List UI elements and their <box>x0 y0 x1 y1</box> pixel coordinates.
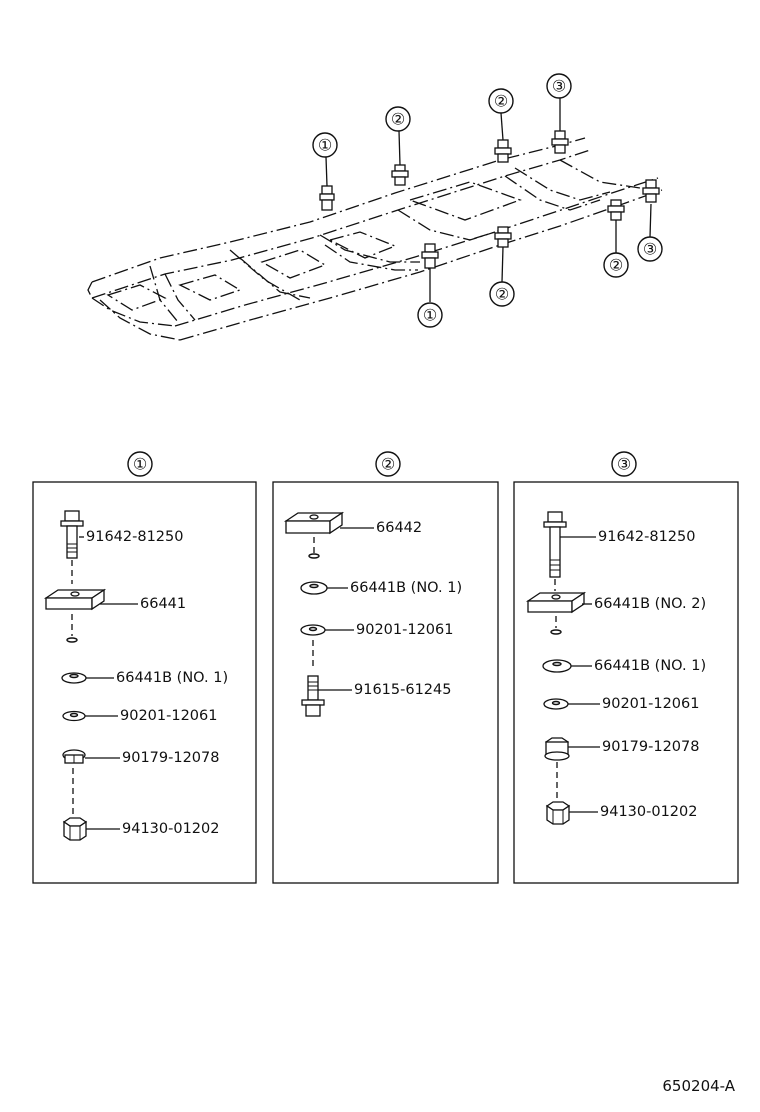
part-number-label: 66441B (NO. 1) <box>116 670 228 686</box>
chassis-frame-illustration <box>87 137 663 341</box>
callout-2-mid-right: ② <box>489 281 515 307</box>
square-plate-icon <box>283 511 345 535</box>
svg-text:①: ① <box>423 306 437 325</box>
group-1-title: ① <box>133 455 147 474</box>
hex-nut-icon <box>62 817 88 841</box>
part-number-label: 94130-01202 <box>600 804 698 820</box>
cushion-washer-icon <box>300 581 328 595</box>
group-3-title: ③ <box>617 455 631 474</box>
part-number-label: 90179-12078 <box>122 750 220 766</box>
svg-text:③: ③ <box>643 240 657 259</box>
part-number-label: 66441 <box>140 596 186 612</box>
mount-icon <box>391 164 409 186</box>
callout-1-front-left: ① <box>312 132 338 158</box>
group-3-panel <box>513 481 739 884</box>
part-number-label: 66441B (NO. 1) <box>350 580 462 596</box>
flange-nut-icon <box>62 749 86 764</box>
svg-text:①: ① <box>318 136 332 155</box>
cushion-plate-icon <box>525 591 587 614</box>
callout-2-mid-left: ② <box>385 106 411 132</box>
svg-text:②: ② <box>494 92 508 111</box>
flange-bolt-icon <box>543 511 567 578</box>
cushion-washer-icon <box>61 672 87 684</box>
part-number-label: 90201-12061 <box>602 696 700 712</box>
frame-mount-markers <box>319 130 660 269</box>
part-number-label: 66442 <box>376 520 422 536</box>
mount-icon <box>494 226 512 248</box>
washer-icon <box>300 624 326 636</box>
mount-icon <box>319 185 335 211</box>
callout-2-rear-left: ② <box>488 88 514 114</box>
callout-2-rear-right: ② <box>603 252 629 278</box>
flange-nut-icon <box>544 737 570 761</box>
group-1-mount-assembly: ① 91642-81250 66441 66441B ( <box>32 451 257 884</box>
svg-text:②: ② <box>609 256 623 275</box>
group-2-panel <box>272 481 499 884</box>
group-1-panel <box>32 481 257 884</box>
mount-icon <box>607 199 625 221</box>
callout-3-rear-right: ③ <box>637 236 663 262</box>
flange-bolt-icon <box>60 510 84 559</box>
mount-icon <box>551 130 569 154</box>
part-number-label: 66441B (NO. 2) <box>594 596 706 612</box>
group-2-mount-assembly: ② 66442 66441B (NO. 1) 90201-12061 <box>272 451 499 884</box>
part-number-label: 66441B (NO. 1) <box>594 658 706 674</box>
part-number-label: 90201-12061 <box>120 708 218 724</box>
group-3-mount-assembly: ③ 91642-81250 66441B (NO. 2) <box>513 451 739 884</box>
part-number-label: 94130-01202 <box>122 821 220 837</box>
washer-icon <box>543 698 569 710</box>
cushion-plate-icon <box>43 588 107 611</box>
overview-callouts: ① ② ② ③ ① ② ② ③ <box>312 73 663 328</box>
part-number-label: 91615-61245 <box>354 682 452 698</box>
svg-text:②: ② <box>391 110 405 129</box>
part-number-label: 91642-81250 <box>86 529 184 545</box>
callout-3-rear-left: ③ <box>546 73 572 99</box>
svg-text:③: ③ <box>552 77 566 96</box>
mount-icon <box>421 243 439 269</box>
svg-text:②: ② <box>495 285 509 304</box>
mount-icon <box>642 179 660 203</box>
group-2-title: ② <box>381 455 395 474</box>
cushion-washer-icon <box>542 659 572 673</box>
callout-1-front-right: ① <box>417 302 443 328</box>
figure-code: 650204-A <box>662 1077 735 1095</box>
part-number-label: 91642-81250 <box>598 529 696 545</box>
hex-nut-icon <box>545 801 571 825</box>
overview-leaders <box>325 98 652 302</box>
part-number-label: 90201-12061 <box>356 622 454 638</box>
part-number-label: 90179-12078 <box>602 739 700 755</box>
bolt-icon <box>301 675 325 717</box>
washer-icon <box>62 710 86 722</box>
mount-icon <box>494 139 512 163</box>
